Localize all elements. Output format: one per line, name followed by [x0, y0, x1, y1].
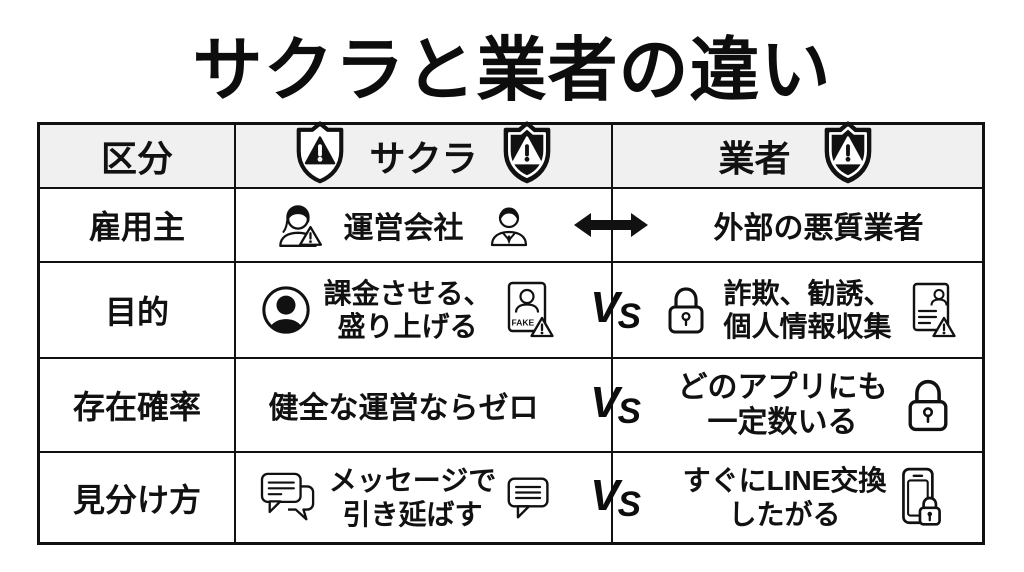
row-identify-vendor-cell: すぐにLINE交換 したがる	[613, 453, 982, 542]
woman-warning-icon	[278, 205, 322, 247]
cell-text: 外部の悪質業者	[713, 212, 924, 245]
avatar-silhouette-icon	[262, 286, 311, 334]
businessman-icon	[490, 207, 527, 247]
row-purpose-vendor-cell: 詐欺、勧誘、 個人情報収集	[613, 263, 982, 359]
row-label: 存在確率	[72, 389, 201, 425]
row-employer-label-cell: 雇用主	[40, 189, 236, 263]
row-probability-label-cell: 存在確率	[40, 359, 236, 453]
header-category-label: 区分	[100, 138, 173, 179]
header-vendor-label: 業者	[718, 138, 791, 179]
row-employer-sakura-cell: 運営会社	[236, 189, 648, 263]
row-employer-vendor-cell: 外部の悪質業者	[613, 189, 982, 263]
chat-bubbles-icon	[260, 472, 315, 520]
cell-text: メッセージで 引き延ばす	[328, 465, 497, 530]
page-title: サクラと業者の違い	[192, 31, 832, 109]
shield-warning-filled-icon	[503, 120, 550, 183]
cell-text: すぐにLINE交換 したがる	[682, 465, 887, 530]
cell-text: 運営会社	[343, 212, 464, 245]
padlock-icon	[908, 379, 947, 432]
row-label: 雇用主	[88, 209, 185, 245]
fake-label: FAKE	[511, 318, 534, 328]
row-probability-vendor-cell: どのアプリにも 一定数いる	[613, 359, 982, 453]
phone-lock-icon	[902, 467, 942, 526]
shield-warning-outline-icon	[297, 120, 344, 183]
row-purpose-label-cell: 目的	[40, 263, 236, 359]
row-label: 見分け方	[72, 481, 201, 518]
header-cell-category: 区分	[40, 125, 236, 189]
header-cell-vendor: 業者	[613, 120, 982, 189]
comparison-table: 区分 サクラ 業者	[37, 120, 985, 545]
cell-text: どのアプリにも 一定数いる	[677, 370, 888, 439]
cell-text: 課金させる、 盛り上げる	[323, 277, 492, 342]
padlock-icon	[668, 287, 704, 334]
cell-text: 健全な運営ならゼロ	[268, 392, 539, 425]
chat-bubble-icon	[507, 476, 549, 519]
row-label: 目的	[104, 294, 169, 330]
header-sakura-label: サクラ	[369, 138, 478, 179]
shield-warning-filled-icon	[824, 120, 871, 183]
double-arrow-icon	[574, 213, 648, 237]
cell-text: 詐欺、勧誘、 個人情報収集	[723, 277, 892, 342]
header-cell-sakura: サクラ	[236, 120, 613, 189]
fake-id-card-icon: FAKE	[507, 281, 554, 338]
document-warning-icon	[912, 282, 956, 338]
row-identify-label-cell: 見分け方	[40, 453, 236, 542]
